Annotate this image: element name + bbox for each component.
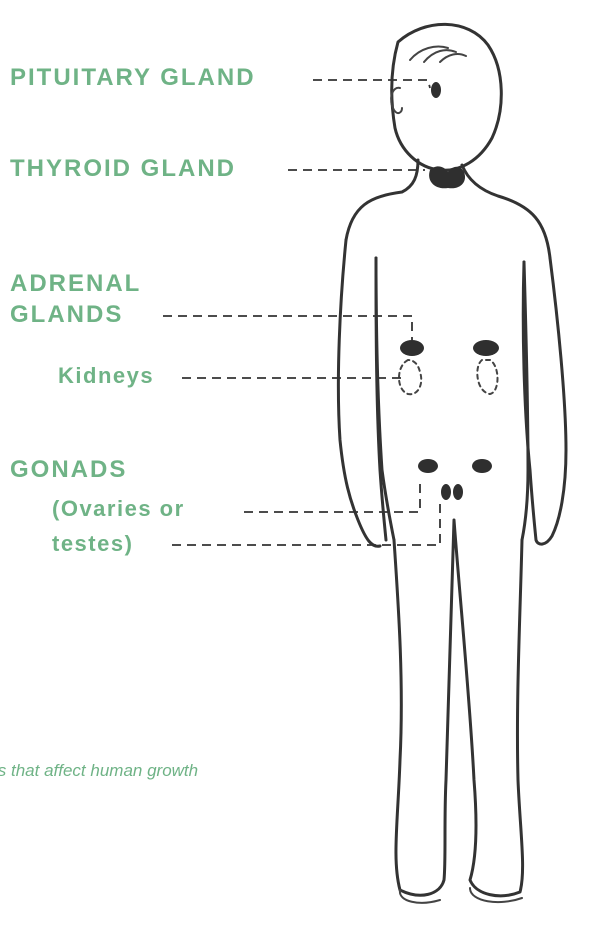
gonad-lower-left [441, 484, 451, 500]
legs-outline [394, 520, 523, 896]
leader-pituitary [313, 80, 430, 88]
label-adrenal-line1: ADRENAL [10, 272, 141, 296]
leader-testes [172, 500, 440, 545]
label-thyroid-gland: THYROID GLAND [10, 157, 236, 181]
leader-ovaries [244, 478, 420, 512]
figure-caption: ls that affect human growth [0, 762, 198, 779]
leader-adrenal [163, 316, 412, 340]
head-outline [392, 24, 502, 170]
label-testes: testes) [52, 533, 133, 555]
pituitary-gland [431, 82, 441, 98]
adrenal-gland-right [473, 340, 499, 356]
label-kidneys: Kidneys [58, 365, 154, 387]
label-pituitary-gland: PITUITARY GLAND [10, 66, 256, 90]
adrenal-gland-left [400, 340, 424, 356]
kidney-right [477, 360, 497, 394]
label-adrenal-line2: GLANDS [10, 303, 123, 327]
torso-outline [376, 258, 528, 540]
label-gonads: GONADS [10, 458, 127, 482]
right-arm [523, 258, 566, 544]
gonad-lower-right [453, 484, 463, 500]
gonad-upper-left [418, 459, 438, 473]
label-ovaries: (Ovaries or [52, 498, 185, 520]
kidney-left [399, 360, 421, 394]
hair-strands [410, 47, 466, 63]
gonad-upper-right [472, 459, 492, 473]
